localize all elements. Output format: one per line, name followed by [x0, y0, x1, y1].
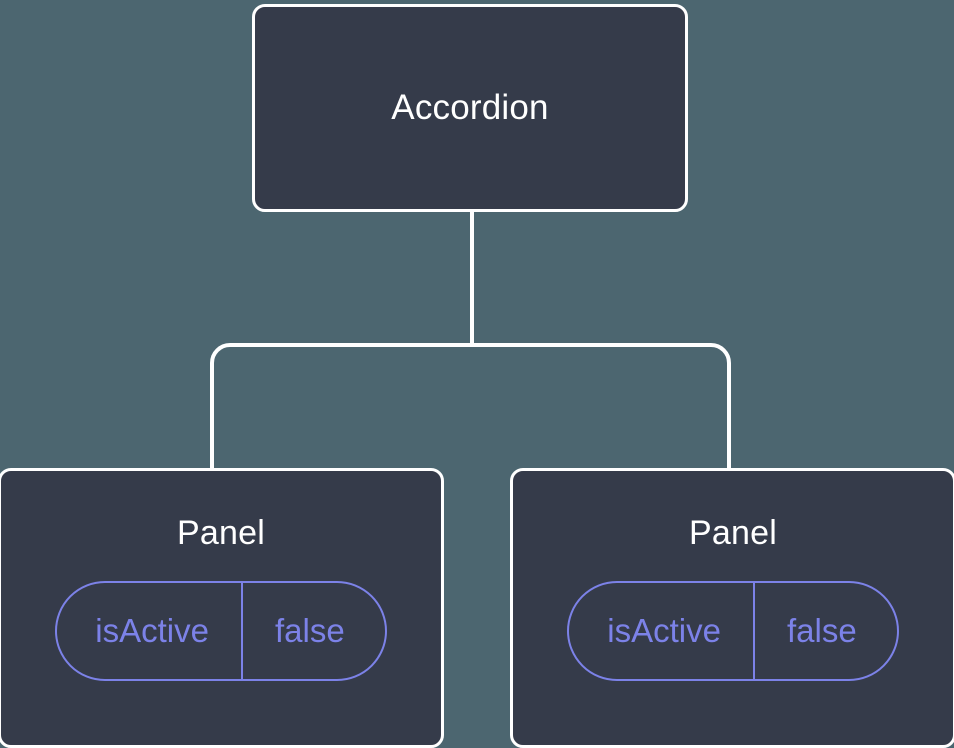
state-pill-panel-1[interactable]: isActive false	[55, 581, 387, 682]
node-accordion[interactable]: Accordion	[252, 4, 688, 212]
node-accordion-title: Accordion	[391, 87, 549, 127]
state-key-panel-2: isActive	[569, 583, 755, 680]
connector-bus-left	[210, 343, 472, 470]
connector-bus-right	[472, 343, 731, 470]
state-value-panel-1: false	[274, 612, 345, 650]
node-panel-2-title: Panel	[689, 514, 777, 552]
state-pill-panel-2[interactable]: isActive false	[567, 581, 899, 682]
state-key-panel-1: isActive	[57, 583, 243, 680]
node-panel-1[interactable]: Panel isActive false	[0, 468, 444, 748]
state-value-panel-2: false	[786, 612, 857, 650]
node-panel-2[interactable]: Panel isActive false	[510, 468, 954, 748]
node-panel-1-title: Panel	[177, 514, 265, 552]
